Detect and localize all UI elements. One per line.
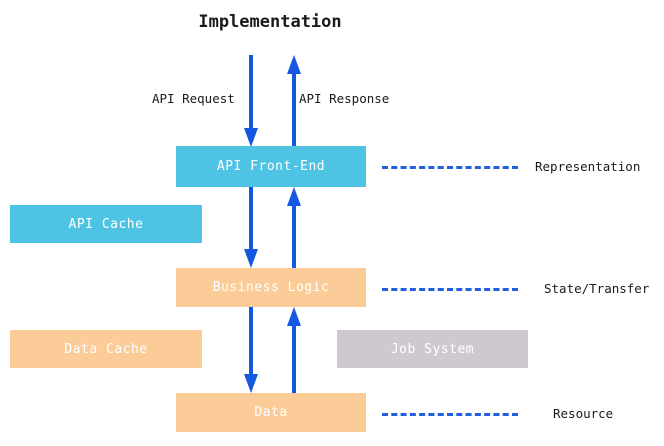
data-to-business-arrow-up [286, 307, 302, 393]
box-business-logic[interactable]: Business Logic [176, 268, 366, 307]
business-to-front-end-arrow-up [286, 187, 302, 268]
side-label-resource: Resource [553, 406, 614, 421]
box-data-cache[interactable]: Data Cache [10, 330, 202, 368]
box-api-cache-label: API Cache [68, 216, 144, 232]
business-to-data-arrow-down [243, 307, 259, 393]
box-api-cache[interactable]: API Cache [10, 205, 202, 243]
box-data-label: Data [254, 405, 288, 420]
api-request-label: API Request [152, 91, 235, 106]
box-job-system[interactable]: Job System [337, 330, 528, 368]
dashed-connector-representation [382, 166, 518, 169]
box-api-front-end[interactable]: API Front-End [176, 146, 366, 187]
box-data[interactable]: Data [176, 393, 366, 432]
box-job-system-label: Job System [390, 341, 475, 357]
side-label-state-transfer: State/Transfer [544, 281, 650, 296]
api-response-label: API Response [299, 91, 390, 106]
api-request-arrow-down [243, 55, 259, 147]
box-data-cache-label: Data Cache [64, 341, 148, 357]
box-business-logic-label: Business Logic [212, 280, 330, 295]
dashed-connector-resource [382, 413, 518, 416]
box-api-front-end-label: API Front-End [216, 159, 326, 174]
front-end-to-business-arrow-down [243, 187, 259, 268]
side-label-representation: Representation [535, 159, 641, 174]
api-response-arrow-up [286, 55, 302, 147]
page-title: Implementation [198, 12, 342, 32]
dashed-connector-state-transfer [382, 288, 518, 291]
